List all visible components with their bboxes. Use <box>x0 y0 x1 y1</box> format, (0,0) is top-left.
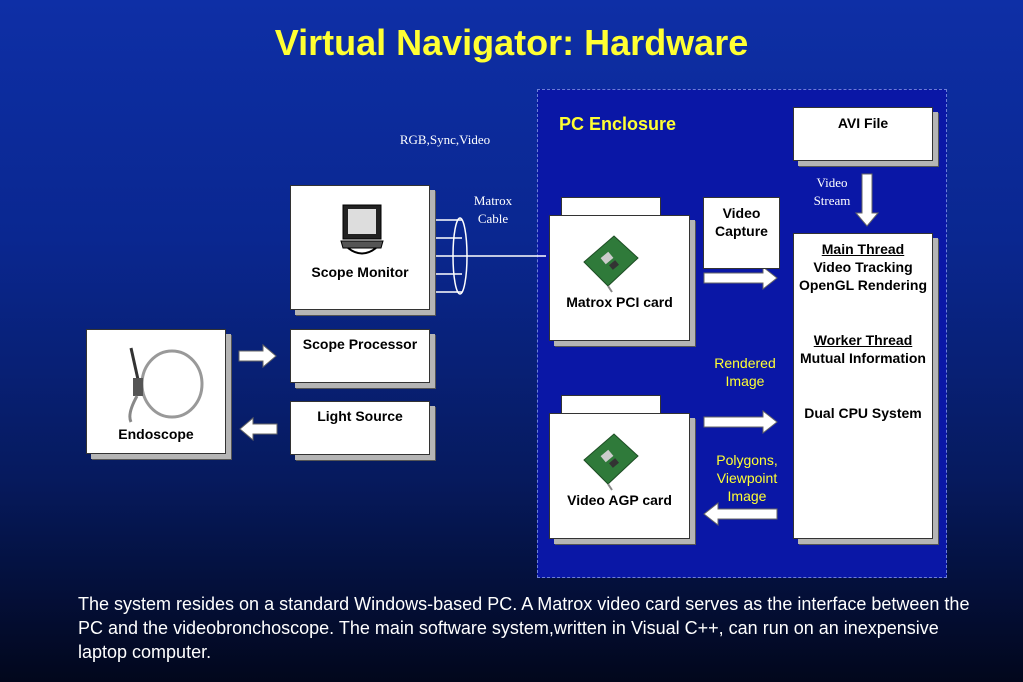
polygons-label-2: Viewpoint <box>716 470 778 486</box>
matrox-cable <box>431 217 546 295</box>
circuit-card-icon <box>583 433 639 491</box>
worker-thread-label: Worker Thread <box>813 332 913 348</box>
main-software-box: Main Thread Video Tracking OpenGL Render… <box>793 233 933 539</box>
opengl-label: OpenGL Rendering <box>798 277 928 293</box>
arrow-capture-to-main <box>703 265 778 291</box>
video-agp-box: Video AGP card <box>549 413 690 539</box>
matrox-pci-label: Matrox PCI card <box>566 294 673 310</box>
video-agp-label: Video AGP card <box>567 492 672 508</box>
arrow-video-stream <box>854 173 880 227</box>
arrow-agp-to-main <box>703 409 778 435</box>
light-source-label: Light Source <box>317 408 403 424</box>
endoscope-label: Endoscope <box>118 426 194 442</box>
polygons-label-1: Polygons, <box>716 452 778 468</box>
video-capture-box: Video Capture <box>703 197 780 269</box>
video-stream-label-1: Video <box>816 175 848 190</box>
video-stream-label-2: Stream <box>813 193 851 208</box>
video-capture-label-1: Video <box>722 205 761 221</box>
monitor-icon <box>340 204 384 255</box>
pc-enclosure-label: PC Enclosure <box>559 114 677 134</box>
rendered-image-label-2: Image <box>725 373 765 389</box>
endoscope-icon <box>128 347 204 423</box>
endoscope-box: Endoscope <box>86 329 226 454</box>
dual-cpu-label: Dual CPU System <box>804 405 922 421</box>
light-source-box: Light Source <box>290 401 430 455</box>
scope-monitor-label: Scope Monitor <box>311 264 409 280</box>
main-thread-label: Main Thread <box>821 241 905 257</box>
block-arrows <box>238 173 880 527</box>
scope-processor-box: Scope Processor <box>290 329 430 383</box>
arrow-to-endoscope <box>239 416 278 442</box>
circuit-card-icon <box>583 235 639 293</box>
matrox-cable-label-1: Matrox <box>473 193 513 208</box>
caption: The system resides on a standard Windows… <box>78 594 970 662</box>
mutual-info-label: Mutual Information <box>800 350 926 366</box>
arrow-to-processor <box>238 343 277 369</box>
video-tracking-label: Video Tracking <box>813 259 913 275</box>
avi-file-box: AVI File <box>793 107 933 161</box>
polygons-label-3: Image <box>727 488 767 504</box>
scope-processor-label: Scope Processor <box>302 336 418 352</box>
scope-monitor-box: Scope Monitor <box>290 185 430 310</box>
avi-file-label: AVI File <box>837 115 889 131</box>
rgb-sync-video-label: RGB,Sync,Video <box>399 132 491 147</box>
matrox-pci-box: Matrox PCI card <box>549 215 690 341</box>
matrox-cable-label-2: Cable <box>477 211 509 226</box>
arrow-main-to-agp <box>703 501 778 527</box>
page-title: Virtual Navigator: Hardware <box>274 22 749 63</box>
video-capture-label-2: Capture <box>715 223 768 239</box>
rendered-image-label-1: Rendered <box>714 355 776 371</box>
